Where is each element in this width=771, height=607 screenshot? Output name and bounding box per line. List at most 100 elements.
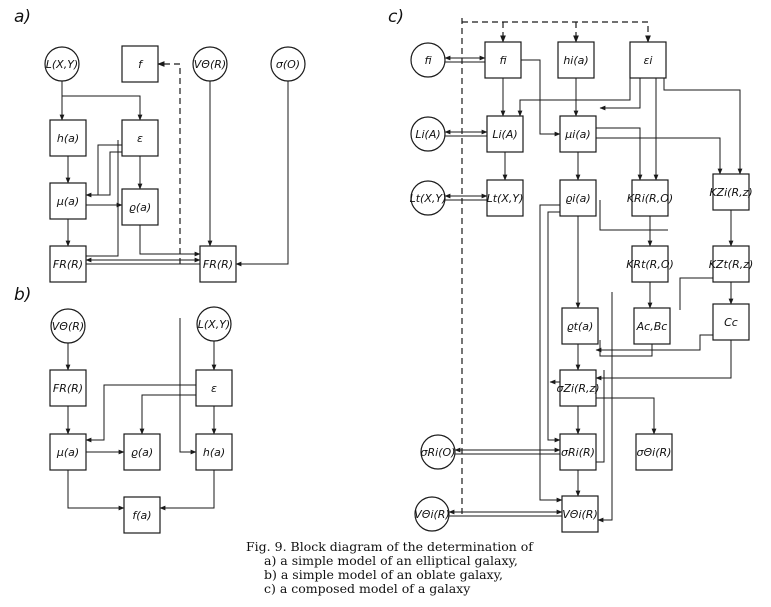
node-circle: [192, 46, 228, 82]
node-box: [712, 303, 750, 341]
node-c-mui: μi(a): [559, 115, 597, 153]
node-box: [484, 41, 522, 79]
edge: [539, 204, 563, 503]
node-label: σRi(R): [561, 446, 595, 459]
node-circle: [410, 42, 446, 78]
node-label: ϱi(a): [565, 192, 590, 205]
node-a-rho: ϱ(a): [121, 188, 159, 226]
node-a-FR2: FR(R): [199, 245, 237, 283]
node-label: Ac,Bc: [636, 320, 668, 333]
node-box: [559, 115, 597, 153]
edge: [596, 397, 657, 435]
node-box: [486, 115, 524, 153]
node-b-h: h(a): [195, 433, 233, 471]
node-label: Lt(X,Y): [410, 192, 447, 205]
node-label: L(X,Y): [46, 58, 78, 71]
node-label: σΘi(R): [637, 446, 672, 459]
edge: [179, 318, 197, 455]
node-label: h(a): [57, 132, 79, 145]
node-label: f(a): [132, 509, 151, 522]
node-a-FR1: FR(R): [49, 245, 87, 283]
node-box: [49, 182, 87, 220]
node-c-hi: hi(a): [557, 41, 595, 79]
node-label: ϱ(a): [129, 201, 151, 214]
edge: [521, 59, 561, 137]
node-box: [633, 307, 671, 345]
node-box: [199, 245, 237, 283]
node-b-mu: μ(a): [49, 433, 87, 471]
node-c-VOi: VΘi(R): [561, 495, 599, 533]
edge: [139, 225, 201, 257]
node-b-L: L(X,Y): [196, 306, 232, 342]
node-label: VΘ(R): [52, 320, 84, 333]
edge: [62, 95, 143, 121]
edge: [517, 78, 631, 117]
node-box: [557, 41, 595, 79]
edge: [86, 151, 122, 196]
node-label: fi: [424, 54, 432, 67]
edge: [67, 470, 125, 511]
node-b-e: ε: [195, 369, 233, 407]
node-label: FR(R): [53, 258, 83, 271]
edge: [596, 137, 723, 175]
node-c-LiA2: Li(A): [486, 115, 524, 153]
node-label: ε: [211, 382, 217, 395]
node-label: σZi(R,z): [556, 382, 599, 395]
node-box: [712, 173, 750, 211]
edge: [679, 277, 713, 310]
node-box: [631, 245, 669, 283]
node-label: εi: [643, 54, 652, 67]
node-c-sRi0: σRi(O): [420, 434, 456, 470]
node-a-h: h(a): [49, 119, 87, 157]
node-box: [631, 179, 669, 217]
edge: [85, 384, 196, 443]
edge: [157, 61, 181, 264]
node-c-KRt: KRt(R,O): [626, 245, 674, 283]
edge: [597, 292, 613, 523]
node-label: f: [138, 58, 144, 71]
node-label: VΘ(R): [194, 58, 226, 71]
edge: [599, 78, 641, 111]
node-box: [559, 369, 597, 407]
node-c-fi: fi: [410, 42, 446, 78]
caption-line-2: a) a simple model of an elliptical galax…: [264, 553, 518, 568]
node-c-AcBc: Ac,Bc: [633, 307, 671, 345]
node-box: [49, 119, 87, 157]
edge: [663, 78, 743, 175]
node-a-mu: μ(a): [49, 182, 87, 220]
node-c-ei: εi: [629, 41, 667, 79]
node-a-e: ε: [121, 119, 159, 157]
node-b-f: f(a): [123, 496, 161, 534]
node-box: [121, 119, 159, 157]
node-label: ε: [137, 132, 143, 145]
node-c-rhoi: ϱi(a): [559, 179, 597, 217]
node-box: [121, 188, 159, 226]
edge: [159, 470, 215, 511]
node-label: VΘi(R): [562, 508, 597, 521]
node-label: Lt(X,Y): [487, 192, 524, 205]
caption-line-4: c) a composed model of a galaxy: [264, 581, 471, 596]
node-c-rhot: ϱt(a): [561, 307, 599, 345]
panel-label-a: a): [14, 7, 31, 27]
node-box: [559, 179, 597, 217]
node-circle: [196, 306, 232, 342]
node-c-VOi0: VΘi(R): [414, 496, 450, 532]
node-circle: [410, 116, 446, 152]
node-label: ϱ(a): [131, 446, 153, 459]
diagram-edges: [59, 18, 743, 523]
node-box: [195, 369, 233, 407]
node-box: [635, 433, 673, 471]
node-label: FR(R): [53, 382, 83, 395]
node-c-sOi: σΘi(R): [635, 433, 673, 471]
node-label: Li(A): [415, 128, 440, 141]
node-b-FR: FR(R): [49, 369, 87, 407]
node-a-L: L(X,Y): [44, 46, 80, 82]
node-label: KZt(R,z): [709, 258, 754, 271]
edge: [547, 211, 561, 443]
node-box: [712, 245, 750, 283]
node-label: h(a): [203, 446, 225, 459]
node-a-V: VΘ(R): [192, 46, 228, 82]
node-circle: [270, 46, 306, 82]
edge: [596, 127, 643, 181]
